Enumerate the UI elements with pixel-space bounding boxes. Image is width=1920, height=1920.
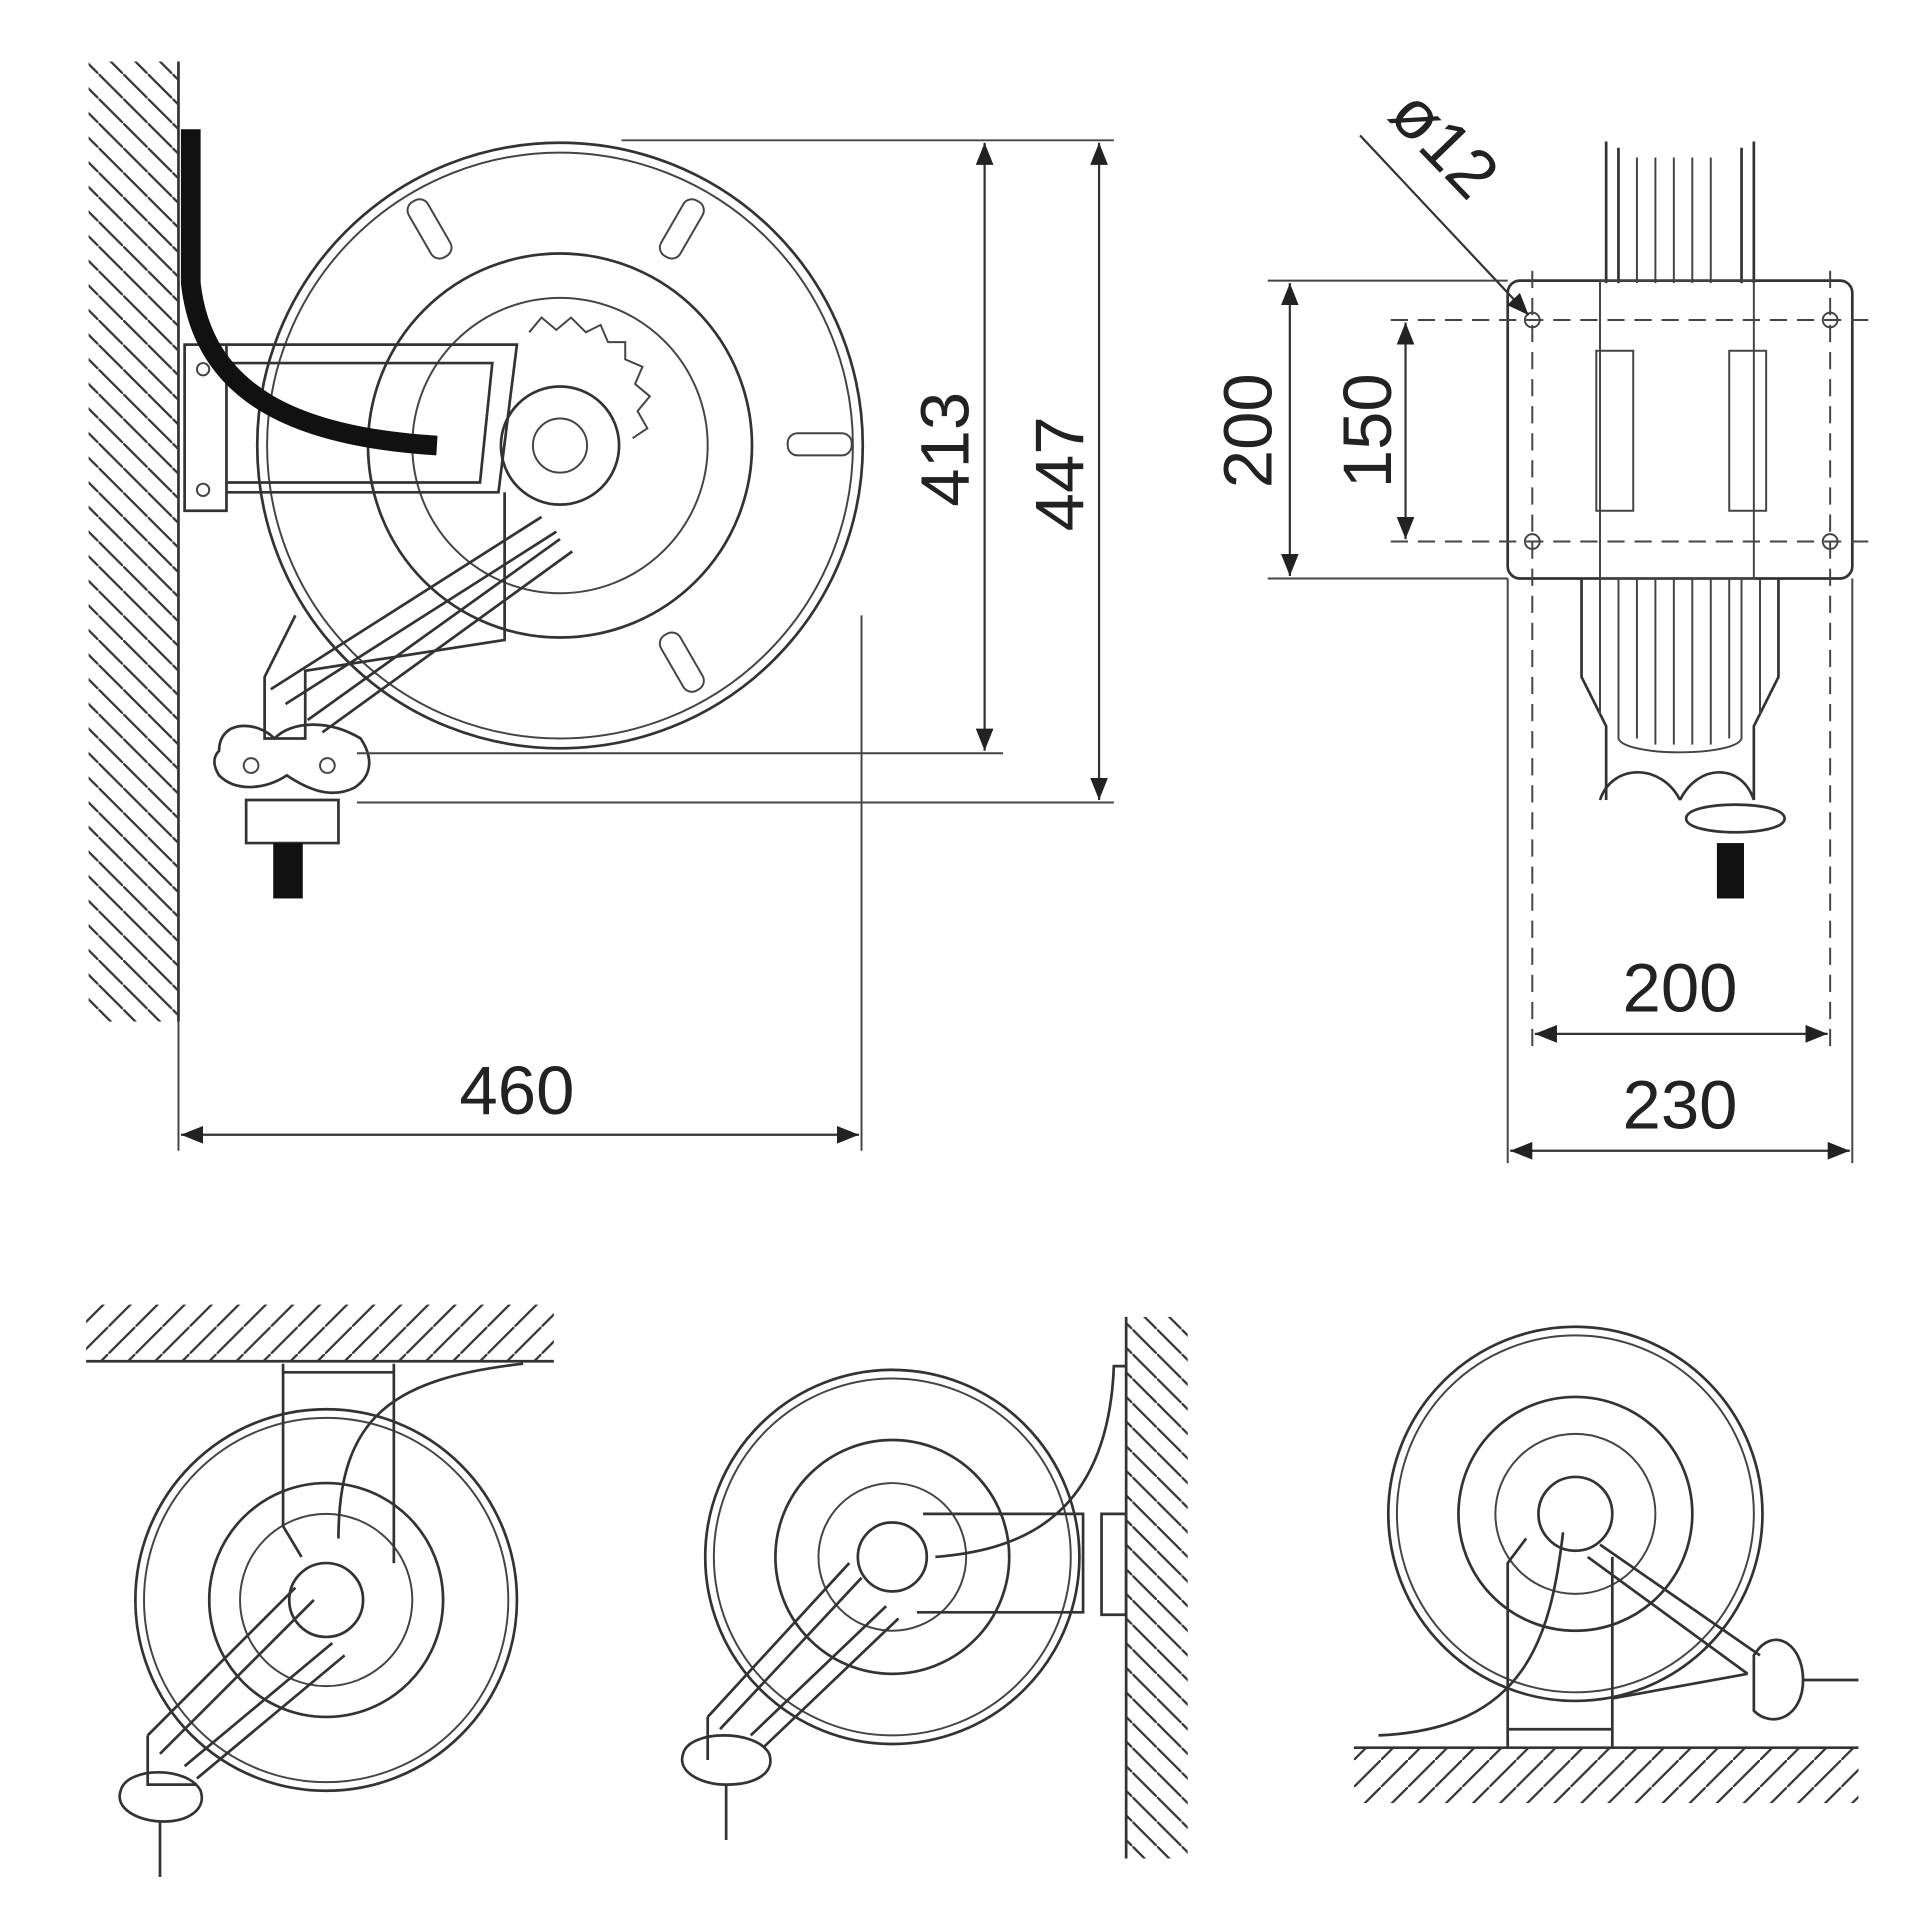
mounting-plate — [1506, 279, 1854, 580]
ceiling-mount-view — [86, 1304, 554, 1877]
inlet-hose — [180, 129, 438, 456]
wall-bracket — [183, 343, 574, 899]
reel-drum-front — [1580, 141, 1786, 899]
wall-mount-view — [680, 1316, 1188, 1859]
wall-hatch-2 — [1126, 1316, 1188, 1859]
floor-hatch — [1353, 1747, 1859, 1804]
reel-drum — [255, 141, 865, 750]
dim-200-vertical: 200 — [1209, 373, 1286, 488]
ceiling-hatch — [86, 1304, 554, 1360]
mounting-holes — [1523, 311, 1839, 550]
side-view: 413 447 460 — [88, 61, 1114, 1151]
front-view: 200 150 ø12 200 230 — [1209, 74, 1877, 1164]
dim-413: 413 — [907, 392, 984, 507]
wall-hatch — [88, 61, 178, 1022]
dim-200-horizontal: 200 — [1623, 950, 1738, 1027]
dim-460: 460 — [459, 1052, 574, 1129]
dim-447: 447 — [1021, 416, 1098, 531]
floor-mount-view — [1353, 1325, 1859, 1804]
dim-hole-diameter: ø12 — [1376, 74, 1514, 213]
dim-150: 150 — [1329, 373, 1406, 488]
dim-230: 230 — [1623, 1067, 1738, 1144]
